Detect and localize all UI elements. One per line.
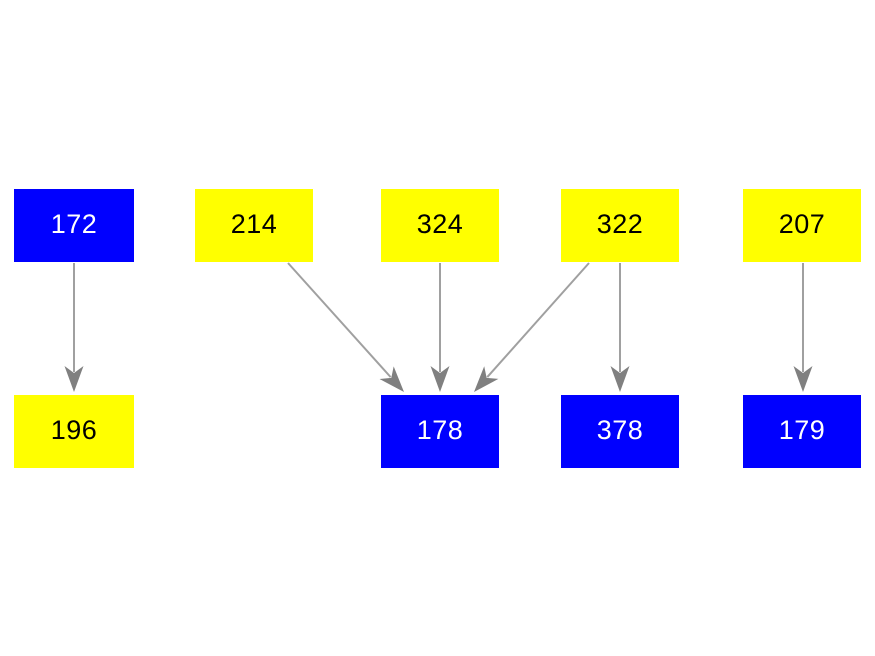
- edge-324-to-178: [430, 263, 450, 392]
- graph-node-324[interactable]: 324: [381, 189, 499, 262]
- edge-322-to-178: [474, 262, 590, 392]
- edge-arrowhead-icon: [430, 366, 450, 392]
- graph-node-179[interactable]: 179: [743, 395, 861, 468]
- edge-arrowhead-icon: [610, 366, 630, 392]
- edge-172-to-196: [64, 263, 84, 392]
- edge-line: [287, 262, 392, 378]
- edge-arrowhead-icon: [379, 366, 404, 392]
- graph-node-207[interactable]: 207: [743, 189, 861, 262]
- graph-node-label: 196: [50, 415, 98, 445]
- edge-322-to-378: [610, 263, 630, 392]
- graph-node-label: 324: [416, 209, 464, 239]
- graph-node-label: 322: [596, 209, 644, 239]
- edge-214-to-178: [287, 262, 404, 392]
- graph-node-178[interactable]: 178: [381, 395, 499, 468]
- graph-node-label: 179: [778, 415, 826, 445]
- graph-node-322[interactable]: 322: [561, 189, 679, 262]
- graph-node-214[interactable]: 214: [195, 189, 313, 262]
- graph-node-label: 214: [230, 209, 278, 239]
- edge-line: [486, 262, 590, 378]
- edge-arrowhead-icon: [64, 366, 84, 392]
- graph-node-label: 207: [778, 209, 826, 239]
- graph-node-196[interactable]: 196: [14, 395, 134, 468]
- graph-node-label: 172: [50, 209, 98, 239]
- edge-207-to-179: [793, 263, 813, 392]
- graph-node-label: 178: [416, 415, 464, 445]
- edge-arrowhead-icon: [474, 366, 499, 392]
- graph-node-172[interactable]: 172: [14, 189, 134, 262]
- graph-node-378[interactable]: 378: [561, 395, 679, 468]
- graph-node-label: 378: [596, 415, 644, 445]
- edge-arrowhead-icon: [793, 366, 813, 392]
